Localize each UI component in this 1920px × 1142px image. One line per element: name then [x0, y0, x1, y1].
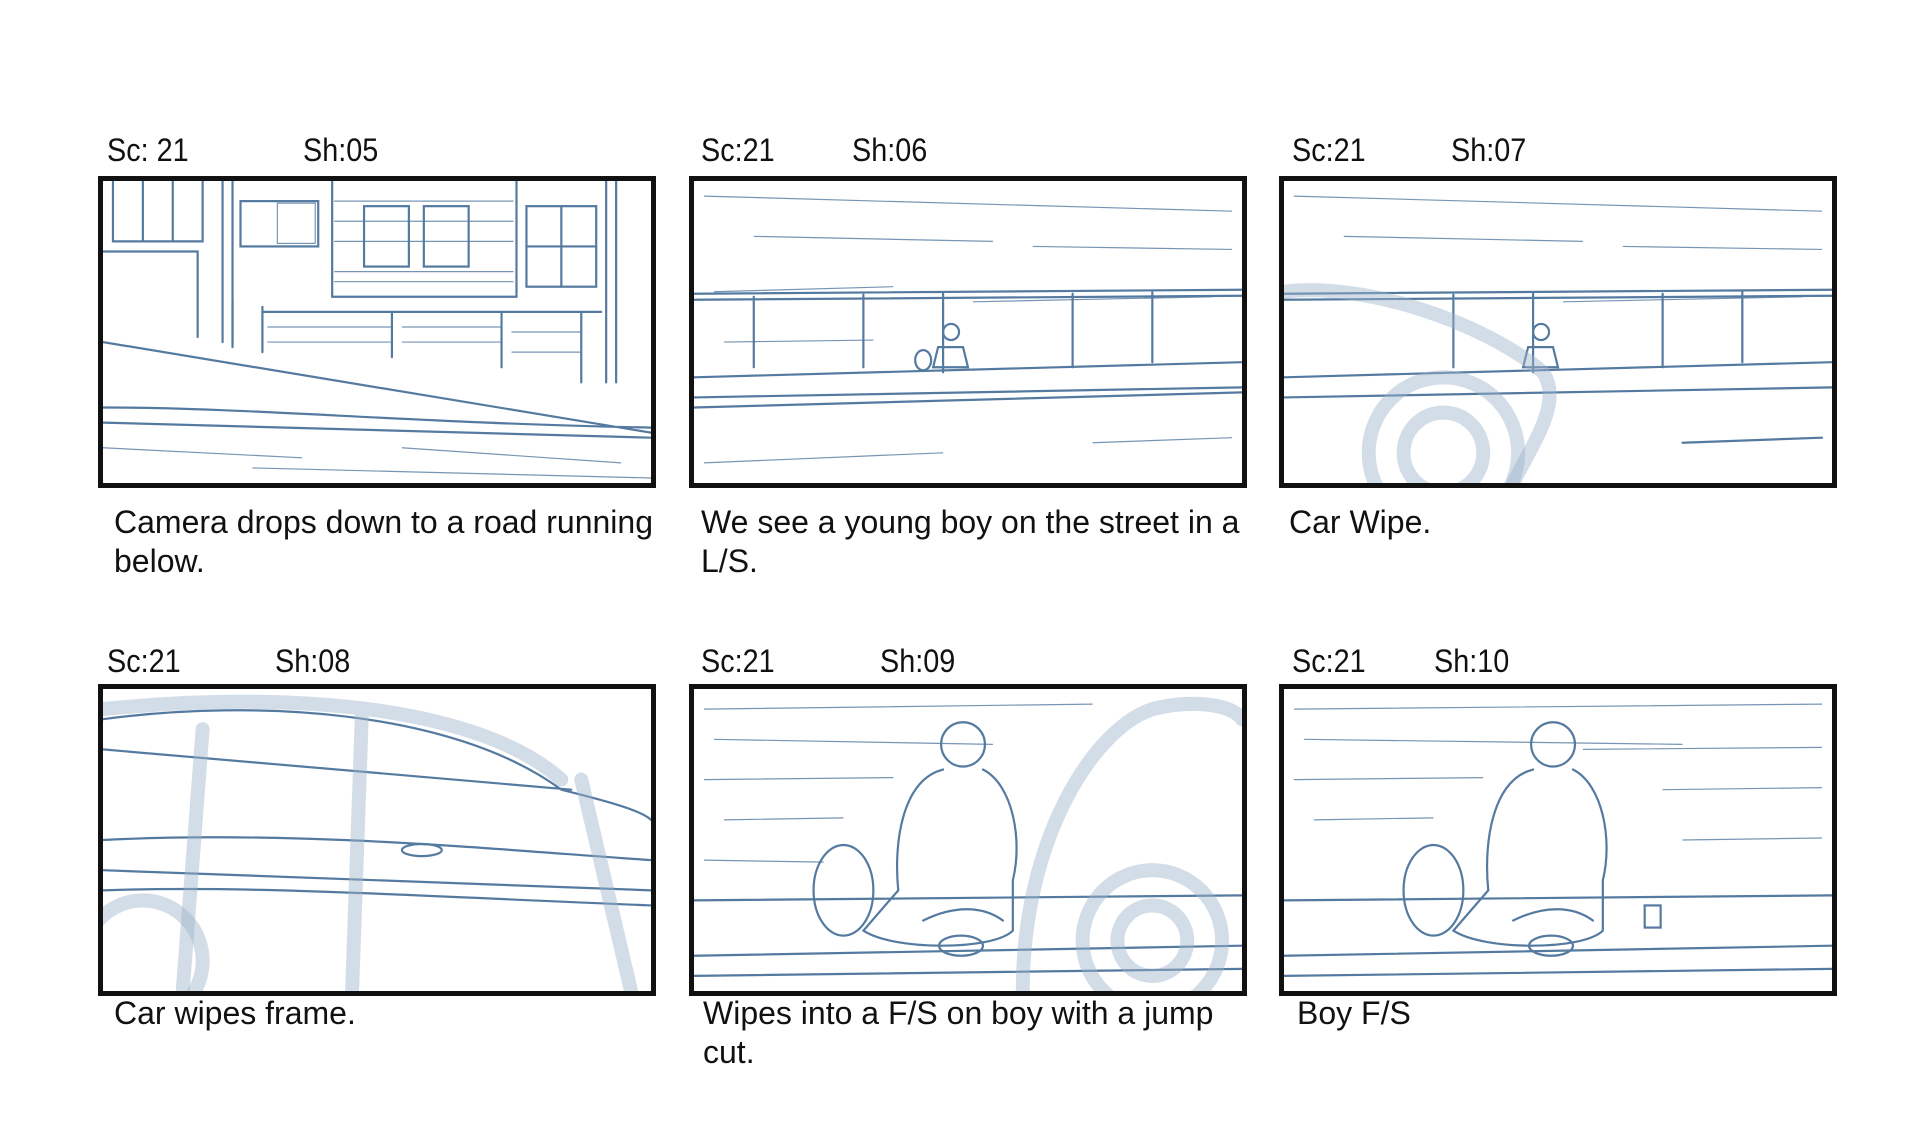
shot-number: Sh:10 — [1434, 643, 1510, 679]
storyboard-frame-car-closeup — [98, 684, 656, 996]
storyboard-frame-boy-full-shot-wipe — [689, 684, 1247, 996]
shot-number: Sh:07 — [1451, 132, 1527, 168]
scene-number: Sc: 21 — [107, 132, 189, 168]
shot-number: Sh:05 — [303, 132, 379, 168]
shot-caption: Camera drops down to a road running belo… — [114, 504, 653, 579]
scene-number: Sc:21 — [701, 132, 775, 168]
shot-number: Sh:09 — [880, 643, 956, 679]
scene-number: Sc:21 — [107, 643, 181, 679]
scene-number: Sc:21 — [1292, 643, 1366, 679]
storyboard-frame-car-wipe — [1279, 176, 1837, 488]
shot-caption: We see a young boy on the street in a L/… — [701, 504, 1240, 579]
shot-caption: Boy F/S — [1297, 995, 1411, 1031]
scene-number: Sc:21 — [1292, 132, 1366, 168]
storyboard-frame-boy-full-shot — [1279, 684, 1837, 996]
scene-number: Sc:21 — [701, 643, 775, 679]
storyboard-frame-boy-long-shot — [689, 176, 1247, 488]
shot-caption: Car Wipe. — [1289, 504, 1432, 540]
shot-caption: Wipes into a F/S on boy with a jump cut. — [703, 995, 1214, 1070]
shot-number: Sh:08 — [275, 643, 351, 679]
shot-caption: Car wipes frame. — [114, 995, 356, 1031]
shot-number: Sh:06 — [852, 132, 928, 168]
storyboard-frame-houses — [98, 176, 656, 488]
